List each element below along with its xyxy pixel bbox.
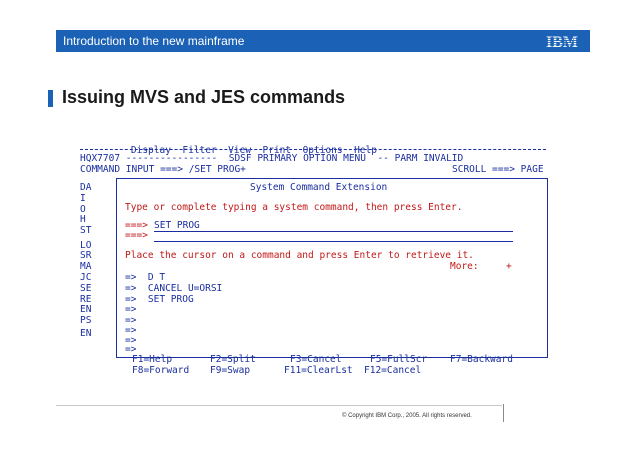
history-entry[interactable]: => (125, 304, 137, 315)
option-code[interactable]: PS (80, 315, 92, 326)
pfkey-f7-backward[interactable]: F7=Backward (450, 354, 513, 365)
pfkey-f8-forward[interactable]: F8=Forward (132, 365, 190, 376)
panel-id: HQX7707 (80, 153, 121, 164)
pfkey-f2-split[interactable]: F2=Split (210, 354, 256, 365)
slide-header-bar: Introduction to the new mainframe IBM (56, 30, 590, 52)
option-code[interactable]: I (80, 193, 86, 204)
slide-heading: Issuing MVS and JES commands (62, 87, 346, 107)
option-code[interactable]: RE (80, 294, 92, 305)
option-code[interactable]: MA (80, 261, 92, 272)
heading-accent-bar (48, 90, 53, 107)
command-label: COMMAND INPUT ===> (80, 164, 183, 175)
menu-bar: Display Filter View Print Options Help (108, 135, 377, 167)
scroll-label: SCROLL ===> (452, 164, 515, 175)
popup-input2-prompt: ===> (125, 230, 148, 241)
option-code[interactable]: EN (80, 304, 92, 315)
scroll-field: SCROLL ===> PAGE (452, 164, 544, 176)
history-entry[interactable]: => (125, 325, 137, 336)
option-code[interactable]: LO (80, 240, 92, 251)
slide-header-title: Introduction to the new mainframe (63, 34, 245, 48)
option-code[interactable]: DA (80, 182, 92, 193)
menu-filter[interactable]: Filter (182, 144, 217, 156)
menu-view[interactable]: View (228, 144, 252, 156)
menu-options[interactable]: Options (302, 144, 343, 156)
pfkey-f11-clearlst[interactable]: F11=ClearLst (284, 365, 353, 376)
pfkey-f3-cancel[interactable]: F3=Cancel (290, 354, 342, 365)
history-entry[interactable]: => (125, 335, 137, 346)
pfkey-f1-help[interactable]: F1=Help (132, 354, 173, 365)
option-code[interactable]: EN (80, 328, 92, 339)
scroll-input[interactable]: PAGE (520, 164, 544, 175)
history-entry[interactable]: => D T (125, 272, 166, 283)
pfkey-f12-cancel[interactable]: F12=Cancel (364, 365, 422, 376)
menu-separator (80, 149, 546, 150)
popup-command-input[interactable]: SET PROG (154, 220, 200, 231)
footer-divider (56, 405, 502, 406)
option-code[interactable]: JC (80, 272, 92, 283)
command-extension-popup (116, 178, 548, 358)
scroll-down-icon[interactable]: + (506, 261, 512, 272)
history-entry[interactable]: => (125, 344, 137, 355)
history-entry[interactable]: => (125, 315, 137, 326)
menu-print[interactable]: Print (262, 144, 292, 156)
pfkey-f9-swap[interactable]: F9=Swap (210, 365, 251, 376)
command-input[interactable]: /SET PROG+ (188, 164, 246, 175)
copyright-notice: © Copyright IBM Corp., 2005. All rights … (342, 413, 472, 419)
option-code[interactable]: O (80, 204, 86, 215)
panel-message: -- PARM INVALID (377, 153, 464, 164)
popup-input2-underline (154, 241, 513, 242)
menu-help[interactable]: Help (354, 144, 377, 156)
popup-input-prompt: ===> (125, 220, 148, 231)
footer-tick (503, 404, 504, 422)
sdsf-terminal: Display Filter View Print Options Help H… (80, 131, 550, 376)
command-line: COMMAND INPUT ===> /SET PROG+ (80, 164, 246, 176)
popup-more-label: More: (450, 261, 479, 272)
option-code[interactable]: H (80, 214, 86, 225)
option-code[interactable]: ST (80, 225, 92, 236)
popup-title: System Command Extension (250, 182, 388, 193)
popup-retrieve-text: Place the cursor on a command and press … (125, 250, 474, 261)
popup-instruction: Type or complete typing a system command… (125, 202, 463, 213)
pfkey-f5-fullscr[interactable]: F5=FullScr (370, 354, 428, 365)
panel-title: SDSF PRIMARY OPTION MENU (228, 153, 366, 164)
ibm-logo: IBM (540, 34, 584, 49)
option-code[interactable]: SR (80, 250, 92, 261)
menu-display[interactable]: Display (130, 144, 171, 156)
history-entry[interactable]: => SET PROG (125, 294, 194, 305)
history-entry[interactable]: => CANCEL U=ORSI (125, 283, 223, 294)
option-code[interactable]: SE (80, 283, 92, 294)
popup-input-underline (154, 231, 513, 232)
panel-header-line: HQX7707 ---------------- SDSF PRIMARY OP… (80, 153, 464, 164)
